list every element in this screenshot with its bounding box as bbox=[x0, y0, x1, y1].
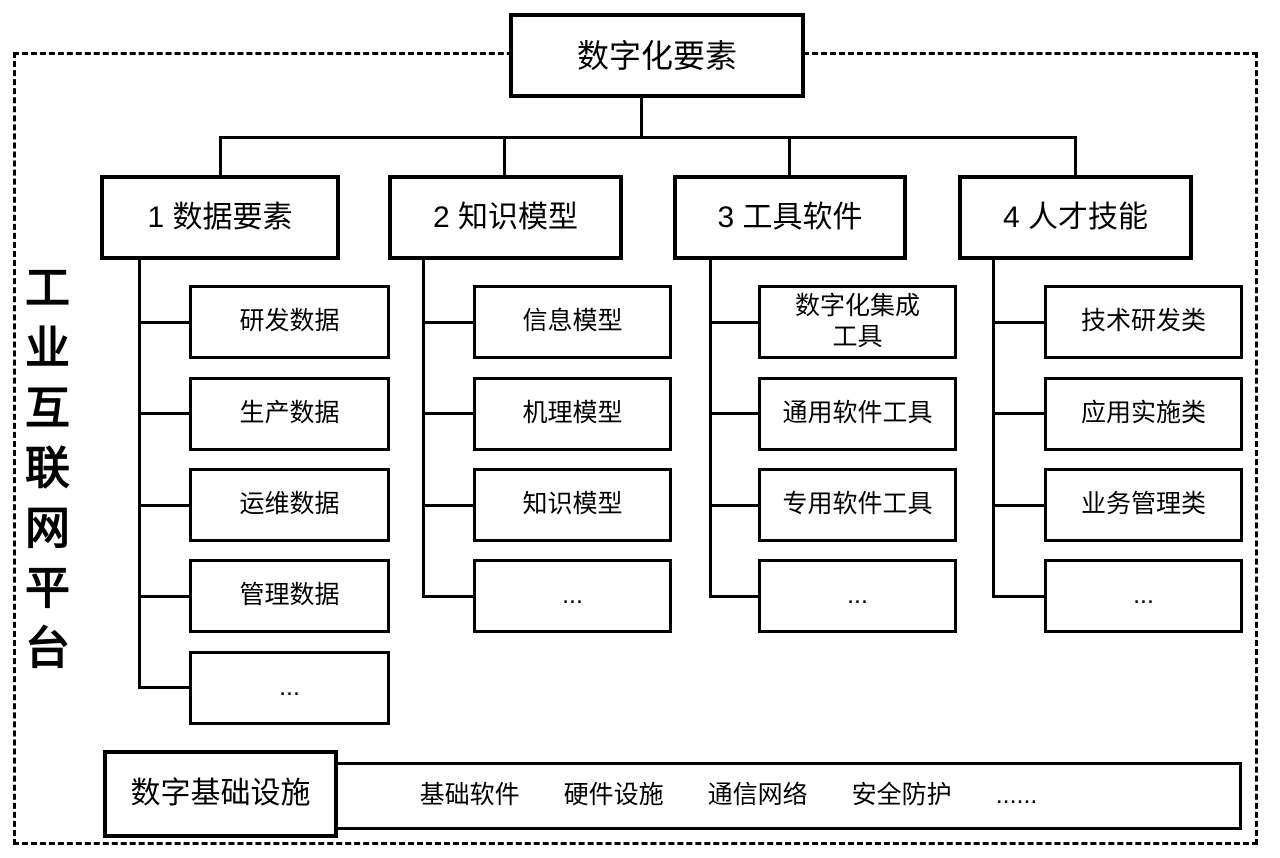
category-label: 4 人才技能 bbox=[1002, 200, 1149, 234]
infrastructure-item: 通信网络 bbox=[707, 781, 808, 810]
child-node-label: 生产数据 bbox=[239, 399, 340, 428]
child-node-label: ... bbox=[279, 673, 300, 702]
child-node: 生产数据 bbox=[189, 377, 390, 451]
connector-stub-category-1 bbox=[219, 136, 222, 176]
child-node-label: ... bbox=[562, 581, 583, 610]
child-node-ellipsis: ... bbox=[473, 559, 672, 633]
connector-root-drop bbox=[640, 97, 643, 138]
child-node-label: 专用软件工具 bbox=[782, 490, 933, 519]
connector-stub-category-3 bbox=[788, 136, 791, 176]
category-label: 3 工具软件 bbox=[717, 200, 863, 234]
infrastructure-node: 数字基础设施 bbox=[103, 750, 338, 838]
infrastructure-bar: 基础软件 硬件设施 通信网络 安全防护 ...... bbox=[335, 762, 1242, 830]
connector-branch bbox=[709, 321, 759, 324]
infrastructure-item: 安全防护 bbox=[851, 781, 952, 810]
connector-branch bbox=[992, 504, 1045, 507]
connector-trunk-2 bbox=[422, 258, 425, 597]
connector-stub-category-4 bbox=[1074, 136, 1077, 176]
connector-branch bbox=[422, 595, 474, 598]
connector-branch bbox=[422, 412, 474, 415]
child-node: 运维数据 bbox=[189, 468, 390, 542]
root-node: 数字化要素 bbox=[509, 13, 805, 98]
child-node: 通用软件工具 bbox=[758, 377, 957, 451]
infrastructure-item: 基础软件 bbox=[419, 781, 520, 810]
category-label: 2 知识模型 bbox=[432, 200, 579, 234]
connector-branch bbox=[709, 504, 759, 507]
connector-branch bbox=[138, 504, 190, 507]
child-node-label: 信息模型 bbox=[522, 307, 623, 336]
child-node: 应用实施类 bbox=[1044, 377, 1243, 451]
child-node-label: 运维数据 bbox=[239, 490, 340, 519]
connector-branch bbox=[138, 321, 190, 324]
connector-trunk-1 bbox=[138, 258, 141, 689]
connector-branch bbox=[709, 595, 759, 598]
child-node: 知识模型 bbox=[473, 468, 672, 542]
infrastructure-item: 硬件设施 bbox=[563, 781, 664, 810]
category-node-talent: 4 人才技能 bbox=[958, 175, 1193, 260]
connector-branch bbox=[138, 686, 190, 689]
platform-vertical-label: 工业互联网平台 bbox=[18, 264, 69, 684]
child-node-label: 数字化集成 工具 bbox=[794, 291, 920, 351]
child-node: 机理模型 bbox=[473, 377, 672, 451]
child-node: 信息模型 bbox=[473, 285, 672, 359]
root-node-label: 数字化要素 bbox=[576, 37, 737, 74]
child-node: 专用软件工具 bbox=[758, 468, 957, 542]
connector-branch bbox=[422, 321, 474, 324]
infrastructure-item-ellipsis: ...... bbox=[995, 781, 1038, 810]
child-node-ellipsis: ... bbox=[758, 559, 957, 633]
connector-trunk-3 bbox=[709, 258, 712, 597]
child-node-label: 研发数据 bbox=[239, 307, 340, 336]
child-node: 研发数据 bbox=[189, 285, 390, 359]
connector-top-horizontal bbox=[219, 136, 1077, 139]
child-node: 数字化集成 工具 bbox=[758, 285, 957, 359]
child-node-label: 业务管理类 bbox=[1080, 490, 1206, 519]
child-node: 技术研发类 bbox=[1044, 285, 1243, 359]
category-node-data: 1 数据要素 bbox=[100, 175, 340, 260]
child-node-label: 机理模型 bbox=[522, 399, 623, 428]
child-node-label: 通用软件工具 bbox=[782, 399, 933, 428]
infrastructure-label: 数字基础设施 bbox=[130, 777, 311, 811]
child-node-label: ... bbox=[1133, 581, 1154, 610]
child-node: 管理数据 bbox=[189, 559, 390, 633]
child-node-label: 技术研发类 bbox=[1080, 307, 1206, 336]
child-node-ellipsis: ... bbox=[189, 651, 390, 725]
connector-branch bbox=[709, 412, 759, 415]
connector-branch bbox=[992, 595, 1045, 598]
child-node-label: 知识模型 bbox=[522, 490, 623, 519]
connector-branch bbox=[138, 595, 190, 598]
category-label: 1 数据要素 bbox=[147, 200, 293, 234]
connector-branch bbox=[138, 412, 190, 415]
child-node-ellipsis: ... bbox=[1044, 559, 1243, 633]
category-node-tools: 3 工具软件 bbox=[673, 175, 907, 260]
child-node-label: ... bbox=[847, 581, 868, 610]
connector-trunk-4 bbox=[992, 258, 995, 597]
category-node-knowledge: 2 知识模型 bbox=[388, 175, 623, 260]
connector-stub-category-2 bbox=[503, 136, 506, 176]
child-node-label: 管理数据 bbox=[239, 581, 340, 610]
connector-branch bbox=[992, 412, 1045, 415]
child-node-label: 应用实施类 bbox=[1080, 399, 1206, 428]
connector-branch bbox=[422, 504, 474, 507]
connector-branch bbox=[992, 321, 1045, 324]
child-node: 业务管理类 bbox=[1044, 468, 1243, 542]
